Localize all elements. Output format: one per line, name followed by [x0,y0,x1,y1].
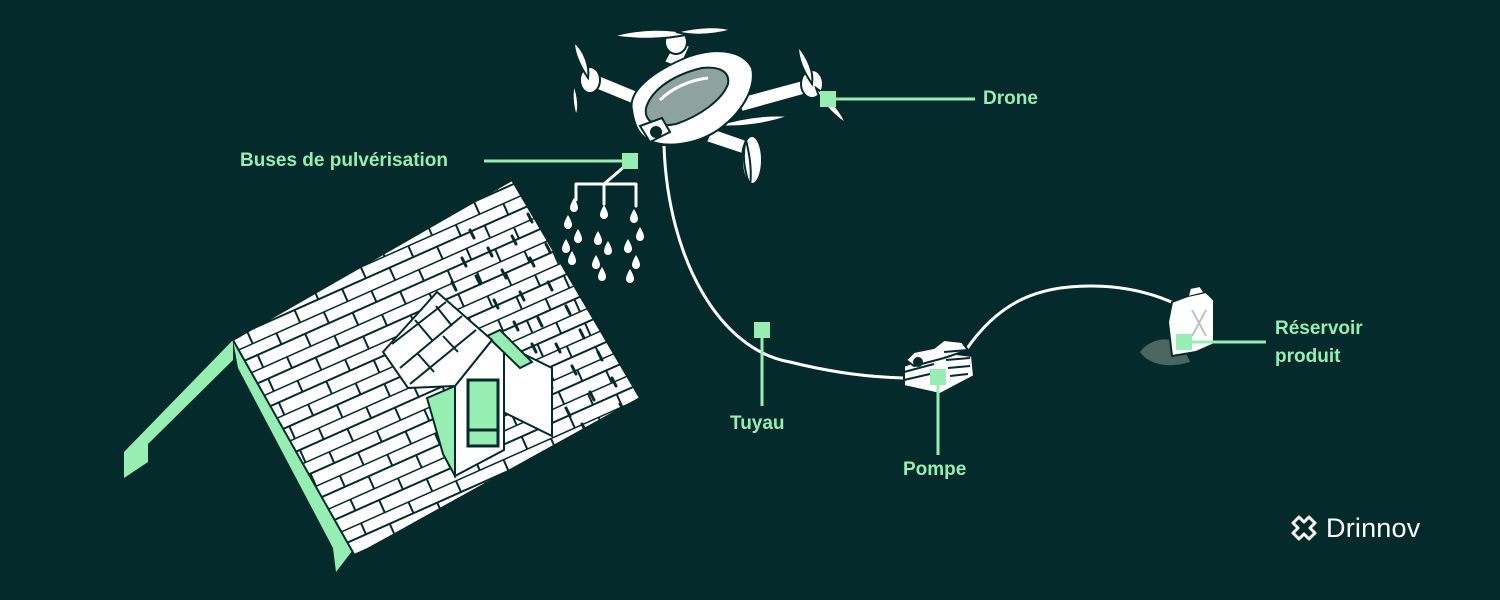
label-tank: Réservoir produit [1275,315,1363,371]
roof-front-edge [233,340,356,572]
hose-segment-pump-tank [964,284,1181,351]
hose-segment-drone-pump [662,145,913,380]
callout-marker [622,153,638,169]
brand-name: Drinnov [1326,512,1421,543]
water-drops [562,198,644,283]
drone-illustration [571,26,848,187]
label-tank-line1: Réservoir [1275,318,1363,339]
roof-gable-fascia [124,340,233,478]
callout-marker [1176,334,1192,350]
roof-dormer [381,290,553,479]
callout-drone [820,91,975,107]
spray-nozzles [574,158,638,208]
callout-marker [820,91,836,107]
label-spray-nozzles: Buses de pulvérisation [240,150,449,171]
label-pump: Pompe [903,459,967,480]
drinnov-logo-icon [1291,515,1317,541]
callout-hose [754,322,770,406]
callout-pump [930,369,946,455]
label-tank-line2: produit [1275,346,1341,367]
roof-illustration [124,178,642,572]
callout-nozzles [484,153,638,169]
brand-logo: Drinnov [1290,510,1420,546]
label-drone: Drone [983,88,1038,109]
callout-tank [1176,334,1266,350]
label-hose: Tuyau [730,413,785,434]
callout-marker [930,369,946,385]
callout-marker [754,322,770,338]
tank-illustration [1140,284,1215,366]
